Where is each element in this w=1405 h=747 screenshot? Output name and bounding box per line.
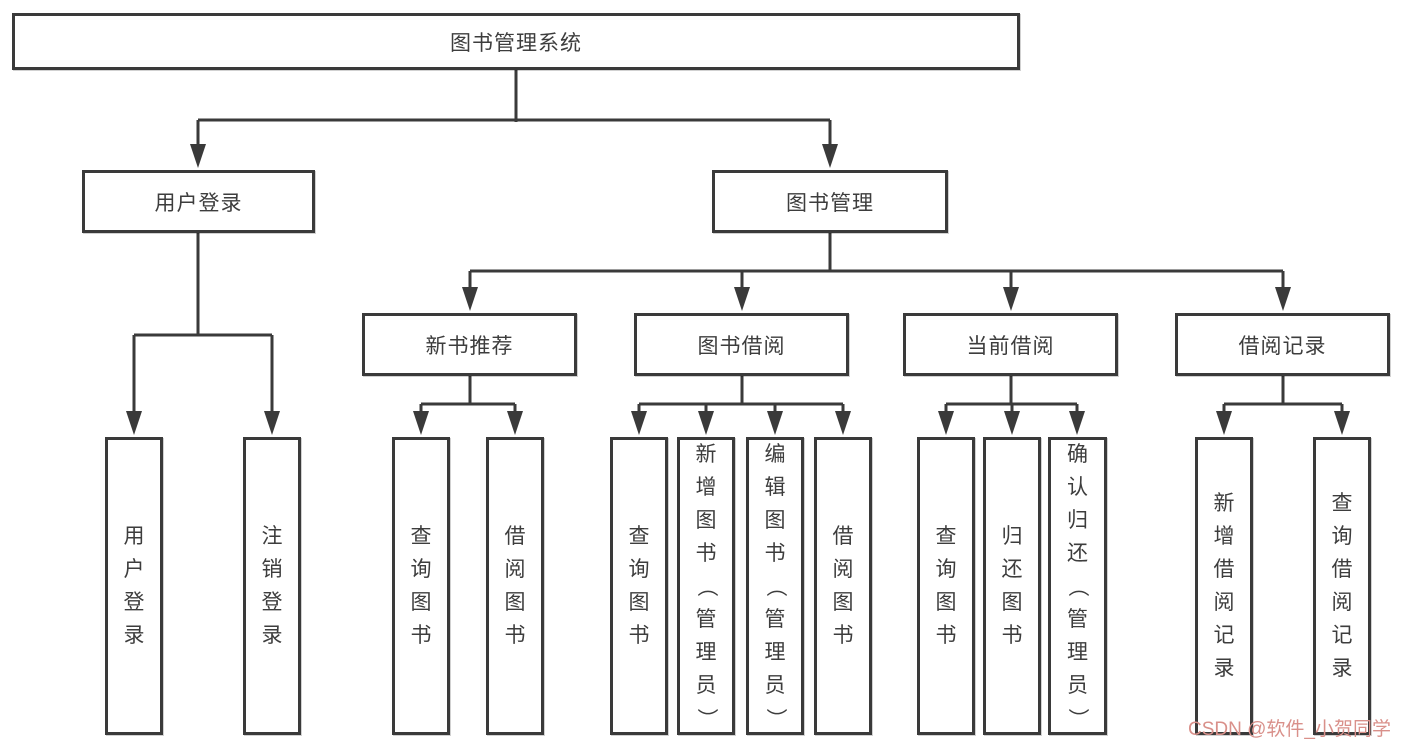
arrow-down-icon — [767, 411, 783, 435]
leaf-add-borrow-record: 新增借阅记录 — [1195, 437, 1253, 735]
arrow-down-icon — [822, 144, 838, 168]
node-borrow-records: 借阅记录 — [1175, 313, 1390, 376]
arrow-down-icon — [698, 411, 714, 435]
leaf-return-books: 归还图书 — [983, 437, 1041, 735]
arrow-down-icon — [126, 411, 142, 435]
arrow-down-icon — [631, 411, 647, 435]
node-book-management: 图书管理 — [712, 170, 948, 233]
leaf-edit-books-admin: 编辑图书（管理员） — [746, 437, 804, 735]
arrow-down-icon — [462, 287, 478, 311]
arrow-down-icon — [734, 287, 750, 311]
leaf-query-books-recommend: 查询图书 — [392, 437, 450, 735]
arrow-down-icon — [1275, 287, 1291, 311]
arrow-down-icon — [1069, 411, 1085, 435]
arrow-down-icon — [1216, 411, 1232, 435]
node-current-borrow: 当前借阅 — [903, 313, 1118, 376]
arrow-down-icon — [190, 144, 206, 168]
node-root: 图书管理系统 — [12, 13, 1020, 70]
arrow-down-icon — [1334, 411, 1350, 435]
arrow-down-icon — [1004, 411, 1020, 435]
leaf-borrow-books: 借阅图书 — [814, 437, 872, 735]
leaf-borrow-books-recommend: 借阅图书 — [486, 437, 544, 735]
leaf-logout: 注销登录 — [243, 437, 301, 735]
arrow-down-icon — [264, 411, 280, 435]
leaf-user-login: 用户登录 — [105, 437, 163, 735]
node-user-login: 用户登录 — [82, 170, 315, 233]
leaf-confirm-return-admin: 确认归还（管理员） — [1048, 437, 1107, 735]
leaf-add-books-admin: 新增图书（管理员） — [677, 437, 735, 735]
leaf-query-books-current: 查询图书 — [917, 437, 975, 735]
node-new-book-recommend: 新书推荐 — [362, 313, 577, 376]
leaf-query-books-borrow: 查询图书 — [610, 437, 668, 735]
leaf-query-borrow-record: 查询借阅记录 — [1313, 437, 1371, 735]
arrow-down-icon — [835, 411, 851, 435]
csdn-watermark: CSDN @软件_小贺同学 — [1188, 719, 1391, 740]
arrow-down-icon — [1003, 287, 1019, 311]
arrow-down-icon — [938, 411, 954, 435]
arrow-down-icon — [413, 411, 429, 435]
node-book-borrow: 图书借阅 — [634, 313, 849, 376]
arrow-down-icon — [507, 411, 523, 435]
